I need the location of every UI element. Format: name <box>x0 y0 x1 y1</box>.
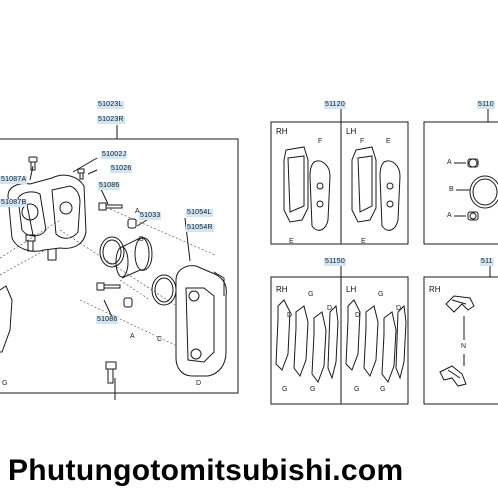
callout-letter: G <box>308 291 314 298</box>
bleeder-screw <box>28 156 85 180</box>
brake-pad-lh <box>351 146 401 231</box>
part-number-label[interactable]: 51026 <box>110 165 133 173</box>
shim-panel <box>270 276 409 405</box>
seal-ring <box>99 236 125 268</box>
callout-letter: G <box>378 291 384 298</box>
pad-panel <box>270 121 409 245</box>
callout-letter: D <box>396 305 402 312</box>
part-number-label[interactable]: 51087A <box>0 176 28 184</box>
callout-letter: D <box>355 312 361 319</box>
callout-letter: A <box>447 159 452 166</box>
callout-letter: G <box>354 386 360 393</box>
callout-letter: A <box>135 208 140 215</box>
side-label-rh: RH <box>429 285 441 294</box>
caliper-panel-border <box>0 138 239 394</box>
clip-panel <box>423 276 498 405</box>
caliper-bracket <box>175 265 227 377</box>
part-number-label[interactable]: 51086 <box>96 316 119 324</box>
callout-letter: A <box>130 333 135 340</box>
part-number-label[interactable]: 51120 <box>324 101 346 109</box>
seal-panel <box>423 121 498 245</box>
clip-parts <box>439 295 475 387</box>
shims-rh <box>275 299 339 384</box>
side-label-rh: RH <box>276 127 288 136</box>
part-number-label[interactable]: 51033 <box>139 212 162 220</box>
callout-letter: G <box>380 386 386 393</box>
callout-letter: F <box>360 138 365 145</box>
part-number-label[interactable]: 51086 <box>98 182 121 190</box>
brake-pad-rh <box>283 146 331 231</box>
caliper-body <box>7 174 87 261</box>
callout-letter: E <box>386 138 391 145</box>
piston <box>115 237 153 279</box>
website-watermark: Phutungotomitsubishi.com <box>8 454 404 487</box>
part-number-label[interactable]: 51023R <box>97 116 125 124</box>
guide-pin-lower <box>96 282 133 308</box>
side-label-rh: RH <box>276 285 288 294</box>
callout-letter: D <box>327 305 333 312</box>
side-label-lh: LH <box>346 127 357 136</box>
guide-pin-upper <box>98 202 137 229</box>
left-bolt <box>25 234 36 252</box>
callout-letter: B <box>449 186 454 193</box>
bottom-bolt <box>105 361 117 384</box>
part-number-label[interactable]: 51087B <box>0 199 28 207</box>
callout-letter: A <box>447 212 452 219</box>
callout-letter: D <box>196 380 202 387</box>
callout-letter: D <box>287 312 293 319</box>
partial-pad-left <box>0 285 13 353</box>
side-label-lh: LH <box>346 285 357 294</box>
part-number-label[interactable]: 511 <box>480 258 494 266</box>
piston-boot <box>151 274 177 306</box>
part-number-label[interactable]: 51023L <box>97 101 124 109</box>
callout-letter: E <box>361 238 366 245</box>
callout-letter: N <box>461 343 467 350</box>
part-number-label[interactable]: 51054R <box>186 224 214 232</box>
callout-letter: G <box>2 380 8 387</box>
callout-letter: B <box>139 236 144 243</box>
callout-letter: C <box>157 336 163 343</box>
part-number-label[interactable]: 51150 <box>324 258 346 266</box>
callout-letter: G <box>310 386 316 393</box>
callout-letter: G <box>282 386 288 393</box>
seal-parts <box>454 158 498 221</box>
part-number-label[interactable]: 51002J <box>101 151 128 159</box>
part-number-label[interactable]: 5110 <box>477 101 495 109</box>
callout-letter: F <box>318 138 323 145</box>
callout-letter: E <box>289 238 294 245</box>
shims-lh <box>345 299 407 384</box>
part-number-label[interactable]: 51054L <box>186 209 213 217</box>
